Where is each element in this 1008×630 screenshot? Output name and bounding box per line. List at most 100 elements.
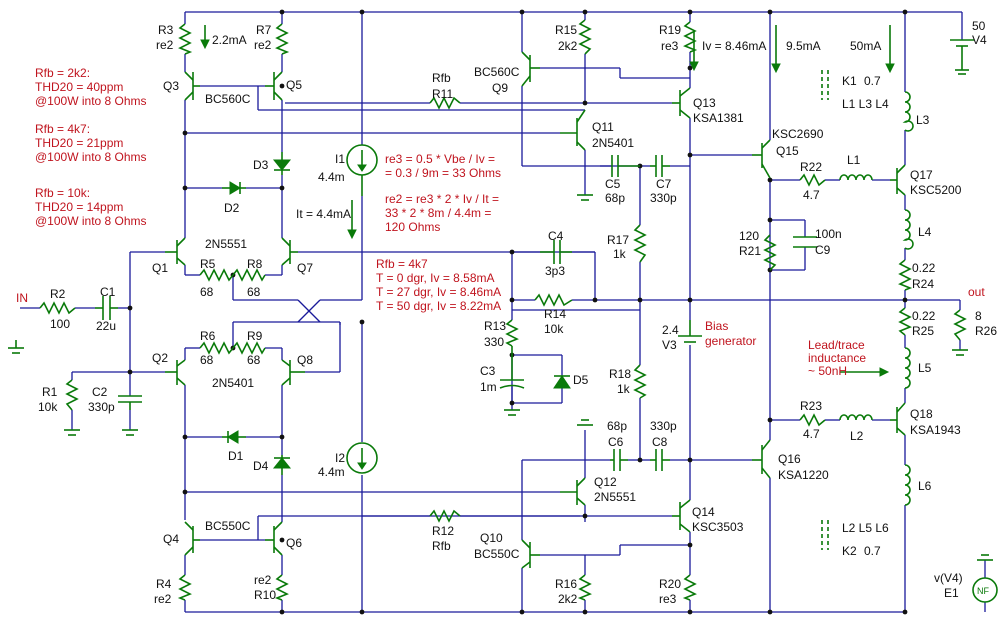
svg-text:R16: R16 — [555, 577, 577, 591]
svg-text:R21: R21 — [739, 244, 761, 258]
svg-text:Q3: Q3 — [163, 79, 179, 93]
svg-text:R25: R25 — [912, 324, 934, 338]
svg-text:R7: R7 — [256, 23, 272, 37]
svg-text:Q1: Q1 — [152, 261, 168, 275]
svg-text:0.22: 0.22 — [912, 261, 936, 275]
Q8-symbol — [281, 359, 305, 386]
svg-text:2k2: 2k2 — [558, 39, 578, 53]
svg-text:8: 8 — [975, 309, 982, 323]
svg-text:68: 68 — [200, 353, 214, 367]
svg-text:KSA1943: KSA1943 — [910, 423, 961, 437]
svg-text:BC560C: BC560C — [205, 92, 251, 106]
svg-text:3p3: 3p3 — [545, 264, 565, 278]
svg-text:R14: R14 — [544, 307, 566, 321]
Q18-symbol — [890, 402, 906, 436]
svg-text:2.4: 2.4 — [662, 323, 679, 337]
Q15-symbol — [752, 139, 771, 179]
svg-text:C9: C9 — [815, 243, 831, 257]
svg-text:D3: D3 — [253, 158, 269, 172]
svg-text:Q15: Q15 — [776, 144, 799, 158]
svg-text:R3: R3 — [158, 23, 174, 37]
svg-text:Rfb: Rfb — [432, 71, 451, 85]
svg-text:0.7: 0.7 — [864, 544, 881, 558]
svg-text:BC550C: BC550C — [205, 519, 251, 533]
svg-text:330p: 330p — [650, 419, 677, 433]
svg-text:Q9: Q9 — [492, 81, 508, 95]
svg-text:2N5401: 2N5401 — [212, 376, 254, 390]
battery-sources — [678, 39, 974, 343]
current-sources — [346, 144, 998, 603]
svg-text:R19: R19 — [659, 23, 681, 37]
svg-text:C3: C3 — [480, 364, 496, 378]
svg-text:Q8: Q8 — [297, 353, 313, 367]
svg-text:L3: L3 — [916, 113, 930, 127]
svg-text:10k: 10k — [38, 400, 58, 414]
svg-text:C4: C4 — [548, 229, 564, 243]
svg-text:68: 68 — [200, 285, 214, 299]
note-2k2: Rfb = 2k2:THD20 = 40ppm@100W into 8 Ohms — [35, 66, 147, 108]
svg-text:Q11: Q11 — [592, 120, 614, 134]
svg-text:R23: R23 — [800, 399, 822, 413]
re3-calc: re3 = 0.5 * Vbe / Iv == 0.3 / 9m = 33 Oh… — [385, 152, 501, 180]
svg-text:re3: re3 — [659, 592, 677, 606]
svg-text:Q10: Q10 — [480, 531, 503, 545]
svg-text:Rfb: Rfb — [432, 539, 451, 553]
svg-text:R9: R9 — [247, 329, 263, 343]
junction-dots — [127, 9, 908, 615]
note-4k7: Rfb = 4k7:THD20 = 21ppm@100W into 8 Ohms — [35, 122, 147, 164]
svg-text:50mA: 50mA — [850, 39, 881, 53]
svg-text:L6: L6 — [918, 479, 932, 493]
svg-text:68: 68 — [247, 285, 261, 299]
svg-text:R10: R10 — [254, 588, 276, 602]
svg-text:R13: R13 — [484, 319, 506, 333]
svg-text:NF: NF — [977, 586, 989, 596]
svg-text:re2: re2 — [154, 592, 172, 606]
svg-text:V3: V3 — [662, 338, 677, 352]
svg-text:R2: R2 — [50, 287, 66, 301]
svg-text:L2 L5 L6: L2 L5 L6 — [842, 521, 889, 535]
svg-text:R24: R24 — [912, 277, 934, 291]
svg-text:4.7: 4.7 — [803, 188, 820, 202]
svg-text:R11: R11 — [432, 87, 453, 101]
svg-text:R5: R5 — [200, 257, 216, 271]
capacitors — [95, 155, 817, 471]
svg-text:C5: C5 — [605, 177, 621, 191]
svg-text:22u: 22u — [96, 319, 116, 333]
wires — [20, 11, 986, 613]
svg-text:68p: 68p — [607, 419, 627, 433]
svg-text:BC560C: BC560C — [474, 65, 520, 79]
svg-text:L5: L5 — [918, 361, 932, 375]
svg-text:Q6: Q6 — [286, 536, 302, 550]
Q6-symbol — [265, 521, 283, 556]
svg-text:Q16: Q16 — [778, 452, 801, 466]
svg-text:re2: re2 — [254, 573, 272, 587]
svg-text:68p: 68p — [605, 191, 625, 205]
svg-text:v(V4): v(V4) — [934, 571, 963, 585]
transistors — [165, 51, 906, 569]
svg-text:Q7: Q7 — [297, 261, 313, 275]
svg-text:re2: re2 — [156, 38, 174, 52]
Q1-symbol — [165, 237, 186, 266]
svg-text:R4: R4 — [156, 577, 172, 591]
svg-text:R6: R6 — [200, 329, 216, 343]
svg-text:4.4m: 4.4m — [318, 465, 345, 479]
svg-text:L2: L2 — [850, 429, 864, 443]
svg-text:1k: 1k — [617, 382, 631, 396]
current-labels: 2.2mA Iv = 8.46mA 9.5mA 50mA It = 4.4mA — [212, 33, 881, 221]
Q7-symbol — [281, 237, 298, 266]
svg-text:68: 68 — [247, 353, 261, 367]
red-annotations: Rfb = 2k2:THD20 = 40ppm@100W into 8 Ohms… — [16, 66, 985, 378]
svg-text:R15: R15 — [555, 23, 577, 37]
component-labels: R3 re2 R7 re2 R15 2k2 R19 re3 50 V4 Q3 Q… — [38, 19, 997, 606]
note-10k: Rfb = 10k:THD20 = 14ppm@100W into 8 Ohms — [35, 186, 147, 228]
Q11-symbol — [560, 109, 586, 151]
svg-text:D4: D4 — [253, 459, 269, 473]
svg-text:C2: C2 — [92, 385, 108, 399]
svg-text:K1: K1 — [842, 74, 857, 88]
svg-text:R22: R22 — [800, 160, 822, 174]
svg-text:2N5551: 2N5551 — [205, 237, 247, 251]
